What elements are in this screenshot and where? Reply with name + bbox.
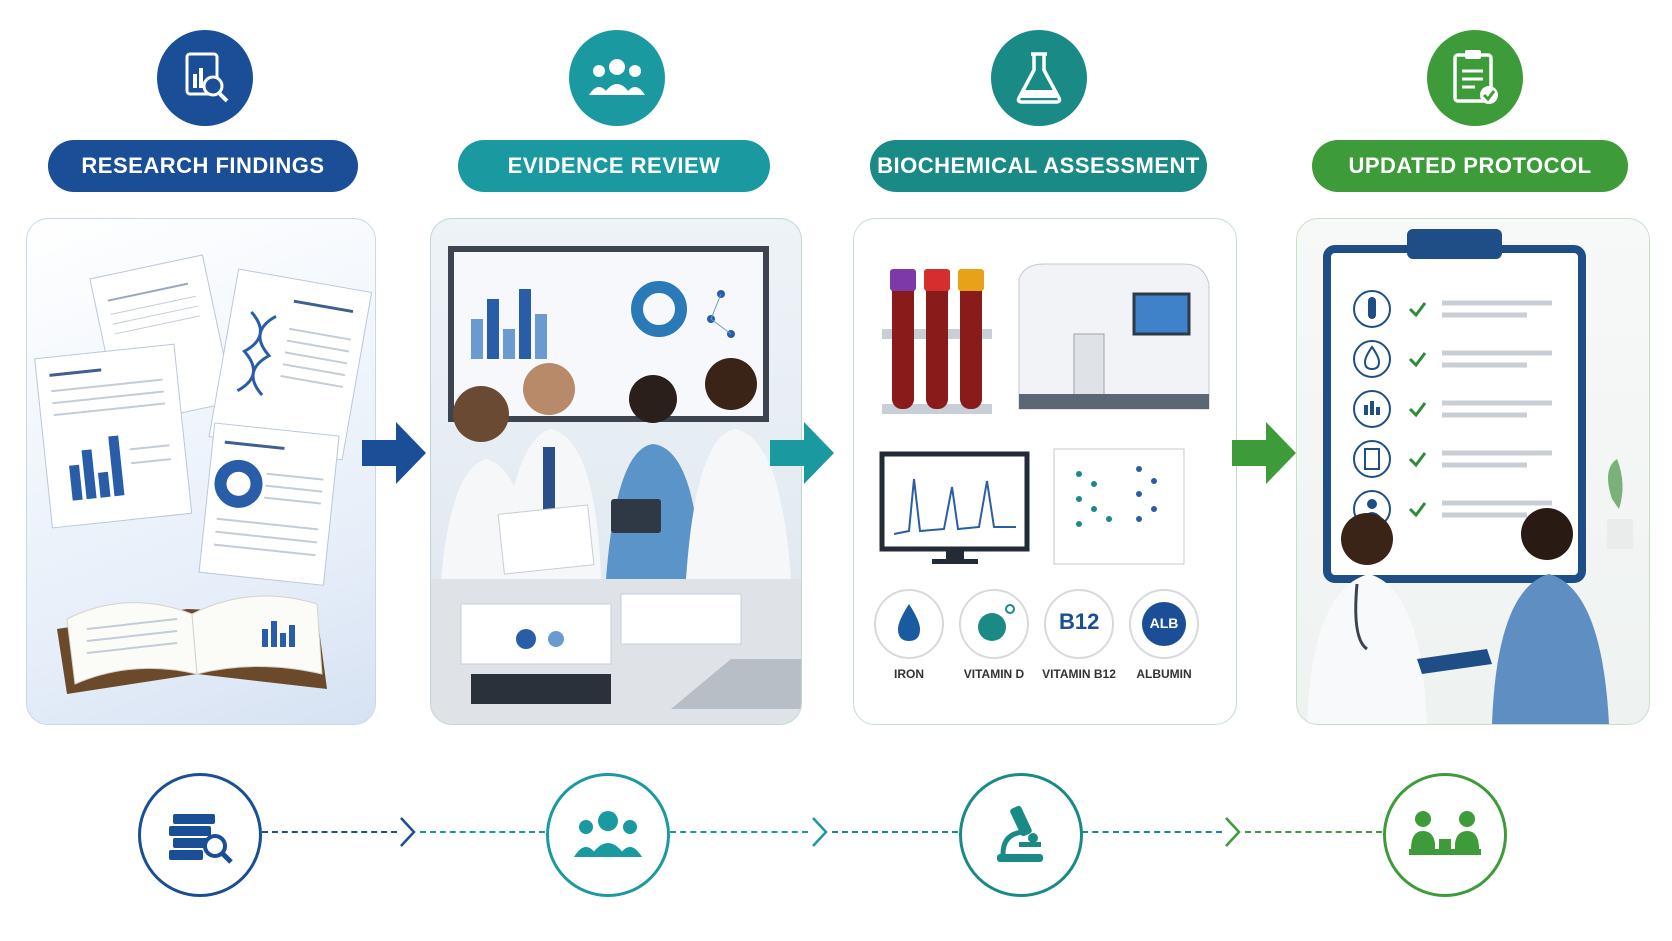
chevron-right-icon (400, 817, 416, 847)
books-search-icon (138, 773, 262, 897)
arrow-right-icon (770, 422, 834, 484)
timeline-connector (1082, 831, 1222, 833)
chevron-right-icon (812, 817, 828, 847)
research-documents-illustration (34, 254, 373, 694)
updated-protocol-panel (1296, 218, 1650, 725)
marker-label-vitamin-b12: VITAMIN B12 (1042, 667, 1116, 681)
marker-label-iron: IRON (894, 667, 924, 681)
timeline-connector (420, 831, 545, 833)
lab-equipment-illustration (874, 263, 1210, 659)
microscope-icon (959, 773, 1083, 897)
albumin-icon: ALB (1149, 615, 1179, 631)
marker-label-albumin: ALBUMIN (1136, 667, 1192, 681)
consultation-icon (1383, 773, 1507, 897)
stage-label-evidence-review: EVIDENCE REVIEW (458, 140, 770, 192)
flask-icon (991, 30, 1087, 126)
research-findings-panel (26, 218, 376, 725)
clipboard-check-icon (1427, 30, 1523, 126)
evidence-review-panel (430, 218, 802, 725)
chevron-right-icon (1225, 817, 1241, 847)
timeline-connector (832, 831, 958, 833)
marker-label-vitamin-d: VITAMIN D (963, 667, 1025, 681)
arrow-right-icon (1232, 422, 1296, 484)
team-icon (546, 773, 670, 897)
team-icon (569, 30, 665, 126)
protocol-consultation-illustration (1307, 229, 1633, 724)
stage-label-research-findings: RESEARCH FINDINGS (48, 140, 358, 192)
team-meeting-illustration (431, 246, 801, 724)
stage-label-updated-protocol: UPDATED PROTOCOL (1312, 140, 1628, 192)
report-search-icon (157, 30, 253, 126)
timeline-connector (1245, 831, 1382, 833)
timeline-connector (670, 831, 808, 833)
timeline-connector (262, 831, 397, 833)
arrow-right-icon (362, 422, 426, 484)
stage-label-biochemical-assessment: BIOCHEMICAL ASSESSMENT (870, 140, 1207, 192)
vitamin-b12-icon: B12 (1059, 609, 1100, 634)
biochemical-assessment-panel: B12 ALB IRON VITAMIN D VITAMIN B12 ALBUM… (853, 218, 1237, 725)
